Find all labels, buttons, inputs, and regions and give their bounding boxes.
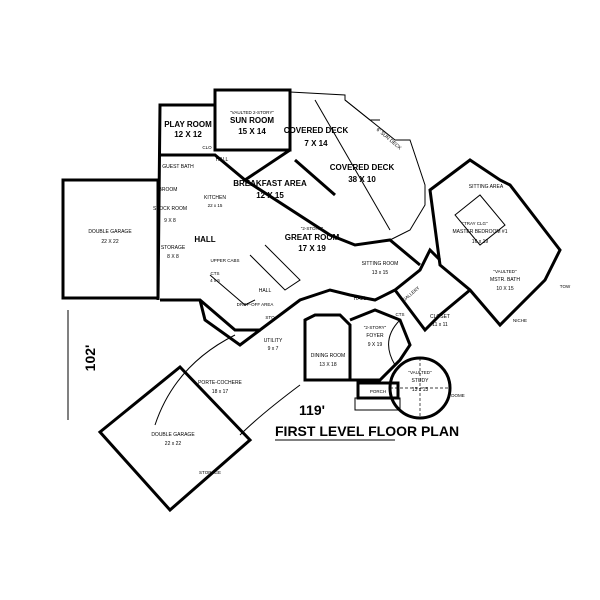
front-steps: [354, 397, 401, 411]
storage-label: STORAGE: [161, 245, 186, 251]
porte-cochere-label: PORTE-COCHERE: [198, 380, 242, 386]
foyer-label: FOYER: [366, 333, 384, 339]
sun-room-label: SUN ROOM: [230, 116, 274, 125]
foyer-note: "2-STORY": [364, 325, 387, 330]
sun-deck-label: 6' SUN DECK: [375, 127, 403, 152]
foyer-walls: [349, 308, 412, 382]
north-wall: [160, 148, 291, 182]
hall-label: HALL: [216, 157, 229, 163]
foyer-size: 9 X 19: [368, 342, 383, 348]
play-room-size: 12 X 12: [174, 130, 202, 139]
breakfast-label: BREAKFAST AREA: [233, 179, 307, 188]
sun-room-note: "VAULTED 2-STORY": [230, 110, 274, 115]
master-bath-size: 10 X 15: [496, 286, 513, 292]
sitting-room-label: SITTING ROOM: [362, 261, 399, 267]
closet-tag: CLO: [202, 145, 212, 150]
master-bath-label: MSTR. BATH: [490, 277, 520, 283]
deck-stairs: [344, 99, 380, 121]
broom-label: BROOM: [159, 187, 178, 193]
porch-label: PORCH: [370, 389, 386, 394]
depth-dimension: 102': [82, 345, 98, 372]
master-bedroom-label: MASTER BEDROOM #1: [452, 229, 507, 235]
upper-garage-label: DOUBLE GARAGE: [88, 229, 132, 235]
covered-deck-size: 38 X 10: [348, 175, 376, 184]
upper-cabs-tag: UPPER CABS: [210, 258, 239, 263]
porte-cochere-size: 18 x 17: [212, 389, 229, 395]
upper-garage-size: 22 X 22: [101, 239, 118, 245]
dining-walls: [303, 313, 352, 382]
main-stair: [249, 244, 301, 291]
deck-outline: [289, 91, 426, 241]
tray-ceiling: [454, 194, 506, 246]
great-room-walls: [244, 178, 421, 267]
lower-garage-label: DOUBLE GARAGE: [151, 432, 195, 438]
study-note: "VAULTED": [408, 370, 432, 375]
master-bedroom-size: 16 x 19: [472, 239, 489, 245]
great-room-south: [160, 247, 442, 332]
curved-stair: [388, 319, 401, 366]
hall-label: HALL: [259, 288, 272, 294]
hall-label: HALL: [354, 296, 367, 302]
great-room-size: 17 X 19: [298, 244, 326, 253]
dome-tag: DOME: [451, 393, 465, 398]
cts-label: CTS: [211, 271, 220, 276]
master-bath-note: "VAULTED": [493, 269, 517, 274]
breakfast-size: 12 X 15: [256, 191, 284, 200]
play-room-label: PLAY ROOM: [164, 120, 212, 129]
dining-room-size: 13 X 18: [319, 362, 336, 368]
deck-line: [314, 99, 391, 231]
breakfast-wall: [294, 158, 336, 197]
kitchen-label: KITCHEN: [204, 195, 226, 201]
master-bedroom-note: "TRAY CLG": [462, 221, 488, 226]
lower-storage-label: STORAGE: [199, 470, 221, 475]
storage-tag: STO: [265, 315, 275, 320]
sitting-room-size: 13 x 15: [372, 270, 389, 276]
guest-bath-label: GUEST BATH: [162, 164, 194, 170]
drop-off-label: DROP-OFF AREA: [237, 302, 274, 307]
great-room-note: "2-STORY": [301, 226, 324, 231]
dining-room-label: DINING ROOM: [311, 353, 345, 359]
storage-size: 8 X 8: [167, 254, 179, 260]
driveway-curve-2: [239, 384, 301, 436]
covered-deck-small-size: 7 X 14: [304, 139, 328, 148]
lower-garage-size: 22 x 22: [165, 441, 182, 447]
plan-title: FIRST LEVEL FLOOR PLAN: [275, 423, 459, 439]
tow-tag: TOW: [560, 284, 571, 289]
niche-tag: NICHE: [513, 318, 527, 323]
study-size: 13 x 13: [412, 387, 429, 393]
hall-label: HALL: [194, 235, 215, 244]
lower-garage-walls: [97, 364, 253, 513]
study-label: STUDY: [412, 378, 430, 384]
closet-size: 11 x 11: [432, 322, 448, 328]
kitchen-size: 22 x 15: [208, 203, 223, 208]
width-dimension: 119': [299, 402, 325, 418]
covered-deck-label: COVERED DECK: [330, 163, 395, 172]
play-sun-room-walls: [156, 88, 292, 301]
kitchen-stair: [209, 274, 256, 306]
sitting-area-label: SITTING AREA: [469, 184, 504, 190]
utility-label: UTILITY: [264, 338, 283, 344]
utility-walls: [198, 299, 261, 347]
sun-room-size: 15 X 14: [238, 127, 266, 136]
master-suite-walls: [428, 158, 562, 328]
closet-walls: [393, 288, 471, 333]
utility-size: 9 x 7: [268, 346, 279, 352]
cts-tag: CTS: [396, 312, 405, 317]
stock-room-label: STOCK ROOM: [153, 206, 187, 212]
closet-label: CLOSET: [430, 314, 450, 320]
gallery-label: GALLERY: [402, 285, 421, 302]
stock-room-size: 9 X 8: [164, 218, 176, 224]
covered-deck-small-label: COVERED DECK: [284, 126, 349, 135]
great-room-label: GREAT ROOM: [285, 233, 340, 242]
cts-size: 4 x 5: [210, 278, 220, 283]
